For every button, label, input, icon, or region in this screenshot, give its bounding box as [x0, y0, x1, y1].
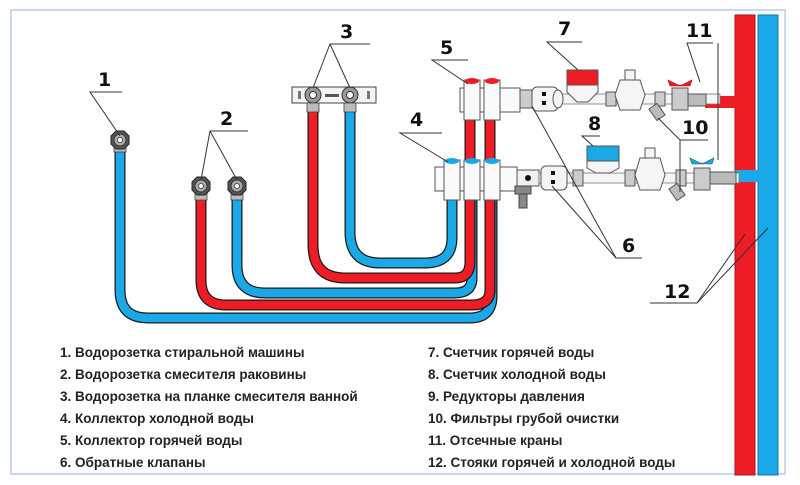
hot-water-meter: [566, 69, 599, 103]
cold-water-riser: [757, 14, 779, 476]
cold-pressure-reducer: [634, 147, 666, 191]
cold-shutoff-valve: [689, 157, 737, 191]
callout-10: 10: [682, 117, 708, 139]
legend-item: 9. Редукторы давления: [428, 389, 585, 404]
hot-shutoff-valve: [667, 79, 707, 111]
legend-right: 7. Счетчик горячей воды 8. Счетчик холод…: [428, 342, 675, 474]
hot-filter: [648, 91, 666, 122]
legend-item: 3. Водорозетка на планке смесителя ванно…: [60, 389, 358, 404]
cold-water-line: [538, 145, 740, 202]
hot-pressure-reducer: [614, 69, 646, 111]
washing-machine-outlet: [110, 130, 130, 153]
legend-item: 8. Счетчик холодной воды: [428, 367, 606, 382]
hot-water-riser: [734, 14, 756, 476]
cold-water-meter: [586, 145, 620, 174]
callout-labels: 1 2 3 4 5 6 7 8 10 11 12: [98, 18, 712, 303]
callout-7: 7: [558, 18, 571, 40]
cold-filter: [668, 169, 687, 202]
legend-item: 6. Обратные клапаны: [60, 455, 206, 470]
hot-water-line: [519, 69, 721, 122]
legend-item: 1. Водорозетка стиральной машины: [60, 345, 305, 360]
callout-11: 11: [686, 20, 712, 42]
cold-check-valve: [540, 165, 568, 191]
callout-8: 8: [588, 113, 601, 135]
legend-item: 10. Фильтры грубой очистки: [428, 411, 620, 426]
callout-6: 6: [622, 235, 635, 257]
callout-4: 4: [410, 109, 423, 131]
legend-item: 11. Отсечные краны: [428, 433, 563, 448]
sink-outlets: [191, 176, 247, 201]
callout-3: 3: [340, 21, 353, 43]
legend-item: 7. Счетчик горячей воды: [428, 345, 595, 360]
callout-12: 12: [664, 281, 690, 303]
bath-mixer-plate: [291, 86, 377, 113]
legend-item: 5. Коллектор горячей воды: [60, 433, 243, 448]
legend-item: 4. Коллектор холодной воды: [60, 411, 254, 426]
legend-item: 2. Водорозетка смесителя раковины: [60, 367, 307, 382]
leader-lines: [89, 41, 769, 304]
cold-water-collector: [434, 158, 540, 209]
hoses: [114, 105, 498, 324]
legend-item: 12. Стояки горячей и холодной воды: [428, 455, 676, 470]
hot-water-collector: [459, 78, 521, 121]
cold-branch-pipe: [735, 170, 759, 182]
diagram-frame: [10, 9, 786, 475]
callout-5: 5: [440, 37, 453, 59]
callout-2: 2: [220, 108, 233, 130]
callout-1: 1: [98, 69, 111, 91]
legend-left: 1. Водорозетка стиральной машины 2. Водо…: [60, 342, 358, 474]
